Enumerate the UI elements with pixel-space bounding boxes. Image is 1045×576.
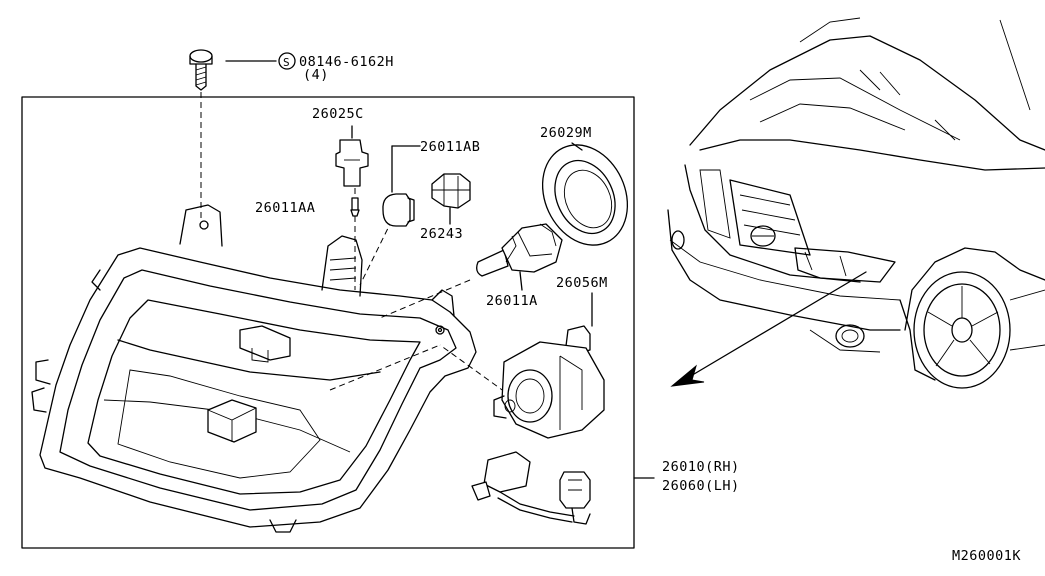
diagram-code: M260001K — [952, 548, 1021, 564]
label-26010-rh: 26010(RH) — [662, 459, 740, 475]
pointer-arrow — [670, 271, 867, 387]
screw-symbol-circle — [278, 52, 296, 70]
vehicle-front — [667, 17, 1045, 389]
parts-frame — [21, 96, 635, 549]
cap-26029m — [541, 142, 629, 246]
label-26060-lh: 26060(LH) — [662, 478, 740, 494]
label-26056m: 26056M — [556, 275, 608, 291]
bulb-26011a — [476, 223, 563, 291]
screw-symbol: S — [283, 56, 290, 69]
headlamp-housing — [31, 204, 506, 533]
label-26029m: 26029M — [540, 125, 592, 141]
bulb-26011ab — [382, 145, 421, 227]
label-screw: 08146-6162H — [299, 54, 394, 70]
label-26011aa: 26011AA — [255, 200, 315, 216]
motor-26056m — [493, 292, 605, 439]
bulb-socket-26025c — [335, 125, 369, 187]
label-26011a: 26011A — [486, 293, 538, 309]
label-26243: 26243 — [420, 226, 463, 242]
socket-26243 — [431, 173, 471, 225]
label-26011ab: 26011AB — [420, 139, 480, 155]
wiring-harness — [471, 451, 591, 525]
label-screw-qty: (4) — [303, 67, 329, 83]
screw — [189, 49, 277, 220]
bulb-26011aa — [350, 188, 360, 217]
label-26025c: 26025C — [312, 106, 364, 122]
